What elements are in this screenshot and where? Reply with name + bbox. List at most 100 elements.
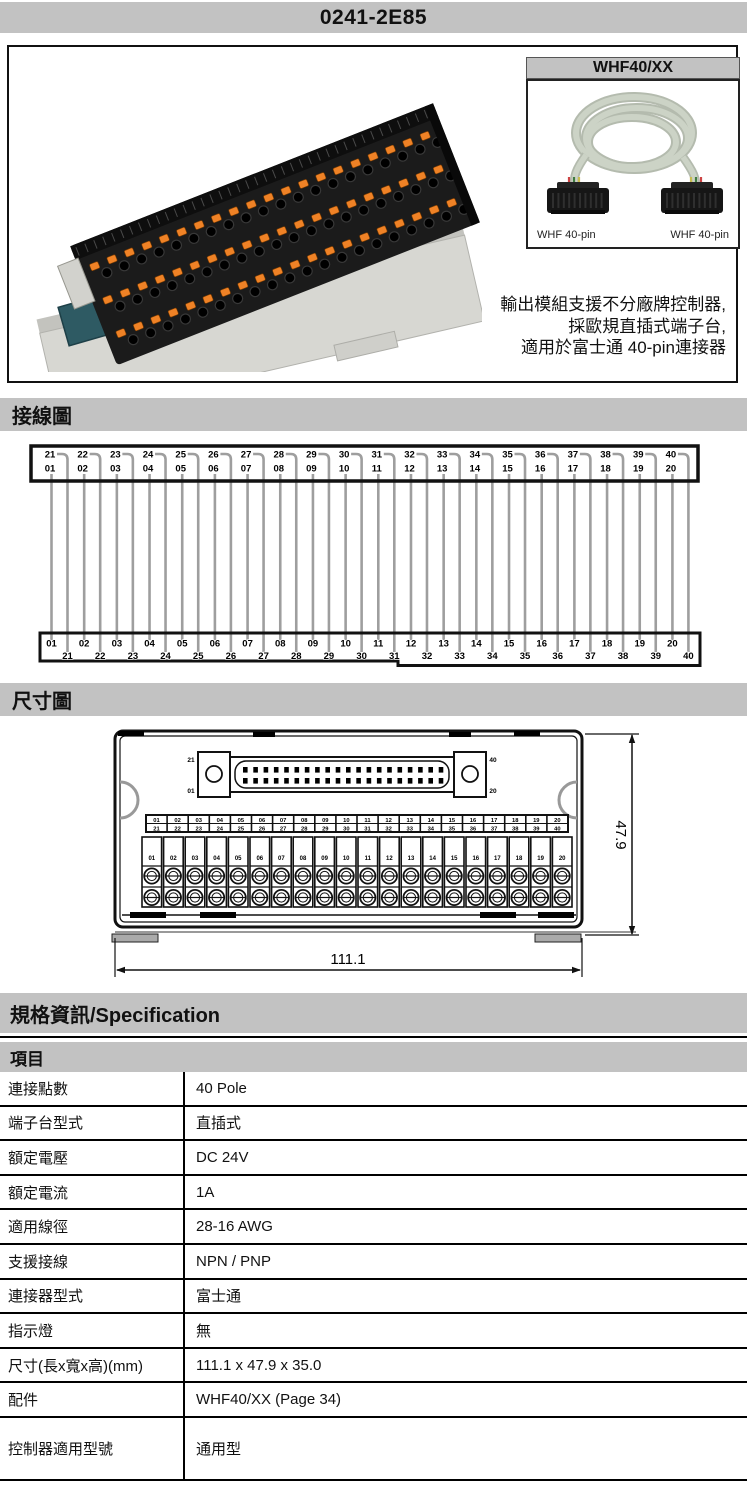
table-row: 額定電壓 DC 24V <box>0 1141 747 1176</box>
svg-text:31: 31 <box>372 450 383 461</box>
svg-text:21: 21 <box>187 757 195 764</box>
spec-value: 111.1 x 47.9 x 35.0 <box>196 1356 322 1374</box>
svg-text:14: 14 <box>428 818 435 824</box>
svg-text:14: 14 <box>471 639 482 650</box>
svg-text:06: 06 <box>256 856 263 862</box>
svg-text:04: 04 <box>213 856 220 862</box>
svg-text:07: 07 <box>280 818 286 824</box>
svg-text:22: 22 <box>95 651 106 662</box>
svg-text:27: 27 <box>241 450 252 461</box>
svg-text:25: 25 <box>238 827 245 833</box>
svg-text:16: 16 <box>470 818 477 824</box>
svg-text:09: 09 <box>306 464 317 475</box>
svg-text:01: 01 <box>148 856 155 862</box>
svg-text:37: 37 <box>491 827 497 833</box>
svg-text:35: 35 <box>520 651 531 662</box>
svg-text:08: 08 <box>301 818 308 824</box>
spec-label: 配件 <box>0 1383 185 1416</box>
description-line: 輸出模組支援不分廠牌控制器, <box>500 295 726 314</box>
svg-text:29: 29 <box>324 651 335 662</box>
svg-text:35: 35 <box>449 827 456 833</box>
product-description: 輸出模組支援不分廠牌控制器, 採歐規直插式端子台, 適用於富士通 40-pin連… <box>246 294 726 359</box>
svg-text:12: 12 <box>386 856 393 862</box>
svg-text:17: 17 <box>491 818 497 824</box>
svg-text:02: 02 <box>170 856 177 862</box>
svg-text:47.9: 47.9 <box>612 820 629 849</box>
svg-text:21: 21 <box>153 827 160 833</box>
svg-text:38: 38 <box>618 651 629 662</box>
svg-text:10: 10 <box>340 639 351 650</box>
svg-text:28: 28 <box>291 651 302 662</box>
svg-text:09: 09 <box>308 639 319 650</box>
spec-label: 連接器型式 <box>0 1279 185 1313</box>
spec-label: 控制器適用型號 <box>0 1417 185 1480</box>
spec-label: 額定電壓 <box>0 1141 185 1174</box>
svg-text:06: 06 <box>208 464 219 475</box>
svg-text:01: 01 <box>153 818 160 824</box>
svg-text:30: 30 <box>339 450 350 461</box>
svg-text:14: 14 <box>470 464 481 475</box>
svg-text:06: 06 <box>210 639 221 650</box>
svg-text:07: 07 <box>241 464 252 475</box>
section-bar-wiring: 接線圖 <box>0 398 747 431</box>
svg-text:26: 26 <box>259 827 266 833</box>
svg-text:13: 13 <box>408 856 415 862</box>
svg-text:35: 35 <box>502 450 513 461</box>
svg-text:12: 12 <box>385 818 391 824</box>
spec-label: 支援接線 <box>0 1244 185 1278</box>
svg-text:14: 14 <box>429 856 436 862</box>
svg-text:05: 05 <box>175 464 186 475</box>
svg-text:37: 37 <box>585 651 596 662</box>
svg-text:38: 38 <box>512 827 519 833</box>
spec-label: 指示燈 <box>0 1314 185 1347</box>
svg-text:20: 20 <box>489 788 497 795</box>
svg-text:13: 13 <box>406 818 413 824</box>
svg-text:03: 03 <box>110 464 121 475</box>
svg-text:10: 10 <box>339 464 350 475</box>
svg-text:01: 01 <box>187 788 195 795</box>
svg-text:40: 40 <box>683 651 694 662</box>
svg-text:40: 40 <box>666 450 677 461</box>
svg-text:10: 10 <box>343 818 349 824</box>
spec-value: WHF40/XX (Page 34) <box>196 1391 342 1409</box>
accessory-panel: WHF 40-pin WHF 40-pin <box>526 79 740 249</box>
svg-text:19: 19 <box>633 464 644 475</box>
svg-text:18: 18 <box>602 639 613 650</box>
svg-text:18: 18 <box>600 464 611 475</box>
page-title: 0241-2E85 <box>0 2 747 33</box>
cable-image <box>531 85 737 217</box>
svg-text:07: 07 <box>242 639 253 650</box>
svg-text:09: 09 <box>321 856 328 862</box>
svg-text:21: 21 <box>45 450 56 461</box>
svg-text:12: 12 <box>406 639 417 650</box>
svg-text:02: 02 <box>174 818 180 824</box>
svg-text:01: 01 <box>46 639 57 650</box>
svg-text:32: 32 <box>404 450 415 461</box>
svg-text:08: 08 <box>300 856 307 862</box>
svg-text:29: 29 <box>322 827 329 833</box>
svg-text:31: 31 <box>364 827 371 833</box>
table-row: 連接器型式富士通 <box>0 1279 747 1315</box>
svg-text:16: 16 <box>536 639 547 650</box>
svg-text:19: 19 <box>634 639 645 650</box>
cable-label-right: WHF 40-pin <box>670 229 729 241</box>
svg-text:11: 11 <box>365 856 372 862</box>
svg-text:22: 22 <box>77 450 88 461</box>
svg-text:01: 01 <box>45 464 56 475</box>
spec-value: DC 24V <box>196 1148 249 1166</box>
table-row: 指示燈無 <box>0 1314 747 1349</box>
spec-label: 端子台型式 <box>0 1106 185 1140</box>
svg-text:27: 27 <box>280 827 286 833</box>
svg-text:20: 20 <box>667 639 678 650</box>
item-header: 項目 <box>0 1042 747 1072</box>
svg-text:19: 19 <box>533 818 540 824</box>
svg-text:24: 24 <box>160 651 171 662</box>
svg-text:04: 04 <box>143 464 154 475</box>
svg-text:22: 22 <box>174 827 180 833</box>
svg-text:34: 34 <box>428 827 435 833</box>
svg-text:28: 28 <box>273 450 284 461</box>
